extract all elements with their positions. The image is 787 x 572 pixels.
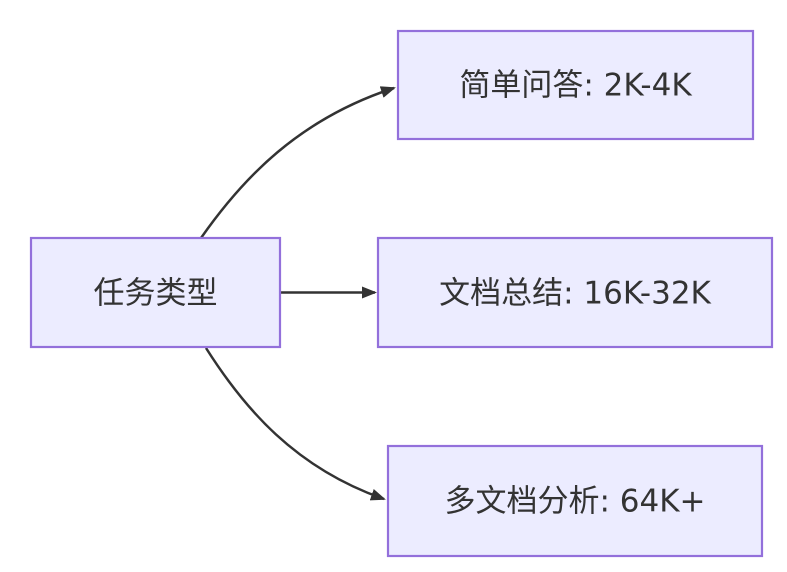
node-multi-doc: 多文档分析: 64K+ xyxy=(386,444,764,558)
node-simple-qa: 简单问答: 2K-4K xyxy=(396,29,755,141)
node-task-type-box xyxy=(29,236,282,349)
node-doc-summary: 文档总结: 16K-32K xyxy=(376,236,774,349)
node-simple-qa-box xyxy=(396,29,755,141)
node-task-type-label: 任务类型 xyxy=(94,276,218,312)
node-doc-summary-label: 文档总结: 16K-32K xyxy=(439,276,711,312)
edge-root-to-multi-doc xyxy=(204,347,386,501)
node-simple-qa-label: 简单问答: 2K-4K xyxy=(459,68,692,104)
node-doc-summary-box xyxy=(376,236,774,349)
edge-group xyxy=(199,86,396,501)
edge-root-to-simple-qa xyxy=(199,86,396,239)
node-multi-doc-box xyxy=(386,444,764,558)
node-task-type: 任务类型 xyxy=(29,236,282,349)
node-multi-doc-label: 多文档分析: 64K+ xyxy=(444,484,705,520)
